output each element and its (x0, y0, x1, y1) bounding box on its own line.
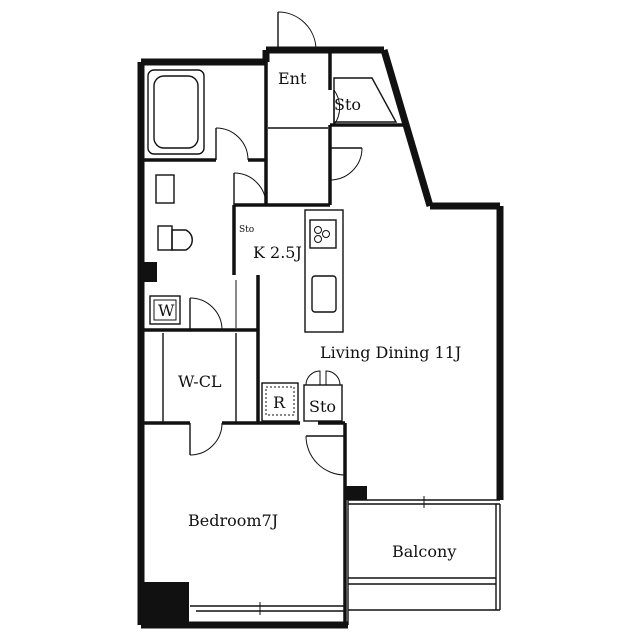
bedroom-label: Bedroom7J (188, 511, 278, 530)
interior-walls (141, 50, 404, 625)
kitchen-counter (304, 209, 344, 333)
washroom-door (189, 280, 237, 331)
washer (149, 295, 181, 325)
entrance-door (268, 11, 328, 129)
entrance-label: Ent (278, 69, 307, 88)
living-dining-label: Living Dining 11J (320, 343, 461, 362)
living-storage (303, 370, 343, 422)
bath-door (215, 127, 249, 161)
outer-walls (137, 46, 504, 629)
living-storage-label: Sto (309, 397, 336, 416)
entrance-storage (333, 77, 398, 126)
hall-door (329, 147, 363, 181)
bedroom-doors (189, 422, 367, 500)
kitchen-storage-label: Sto (239, 225, 254, 235)
walk-in-closet-label: W-CL (178, 372, 222, 391)
refrigerator (261, 382, 299, 422)
kitchen-label: K 2.5J (253, 243, 302, 262)
refrigerator-label: R (273, 393, 286, 412)
toilet-room (143, 172, 267, 282)
balcony-label: Balcony (392, 542, 456, 561)
bedroom-window (143, 582, 345, 623)
entrance-storage-label: Sto (334, 95, 361, 114)
balcony (347, 496, 501, 625)
bathtub (147, 69, 205, 155)
washer-label: W (158, 301, 175, 320)
